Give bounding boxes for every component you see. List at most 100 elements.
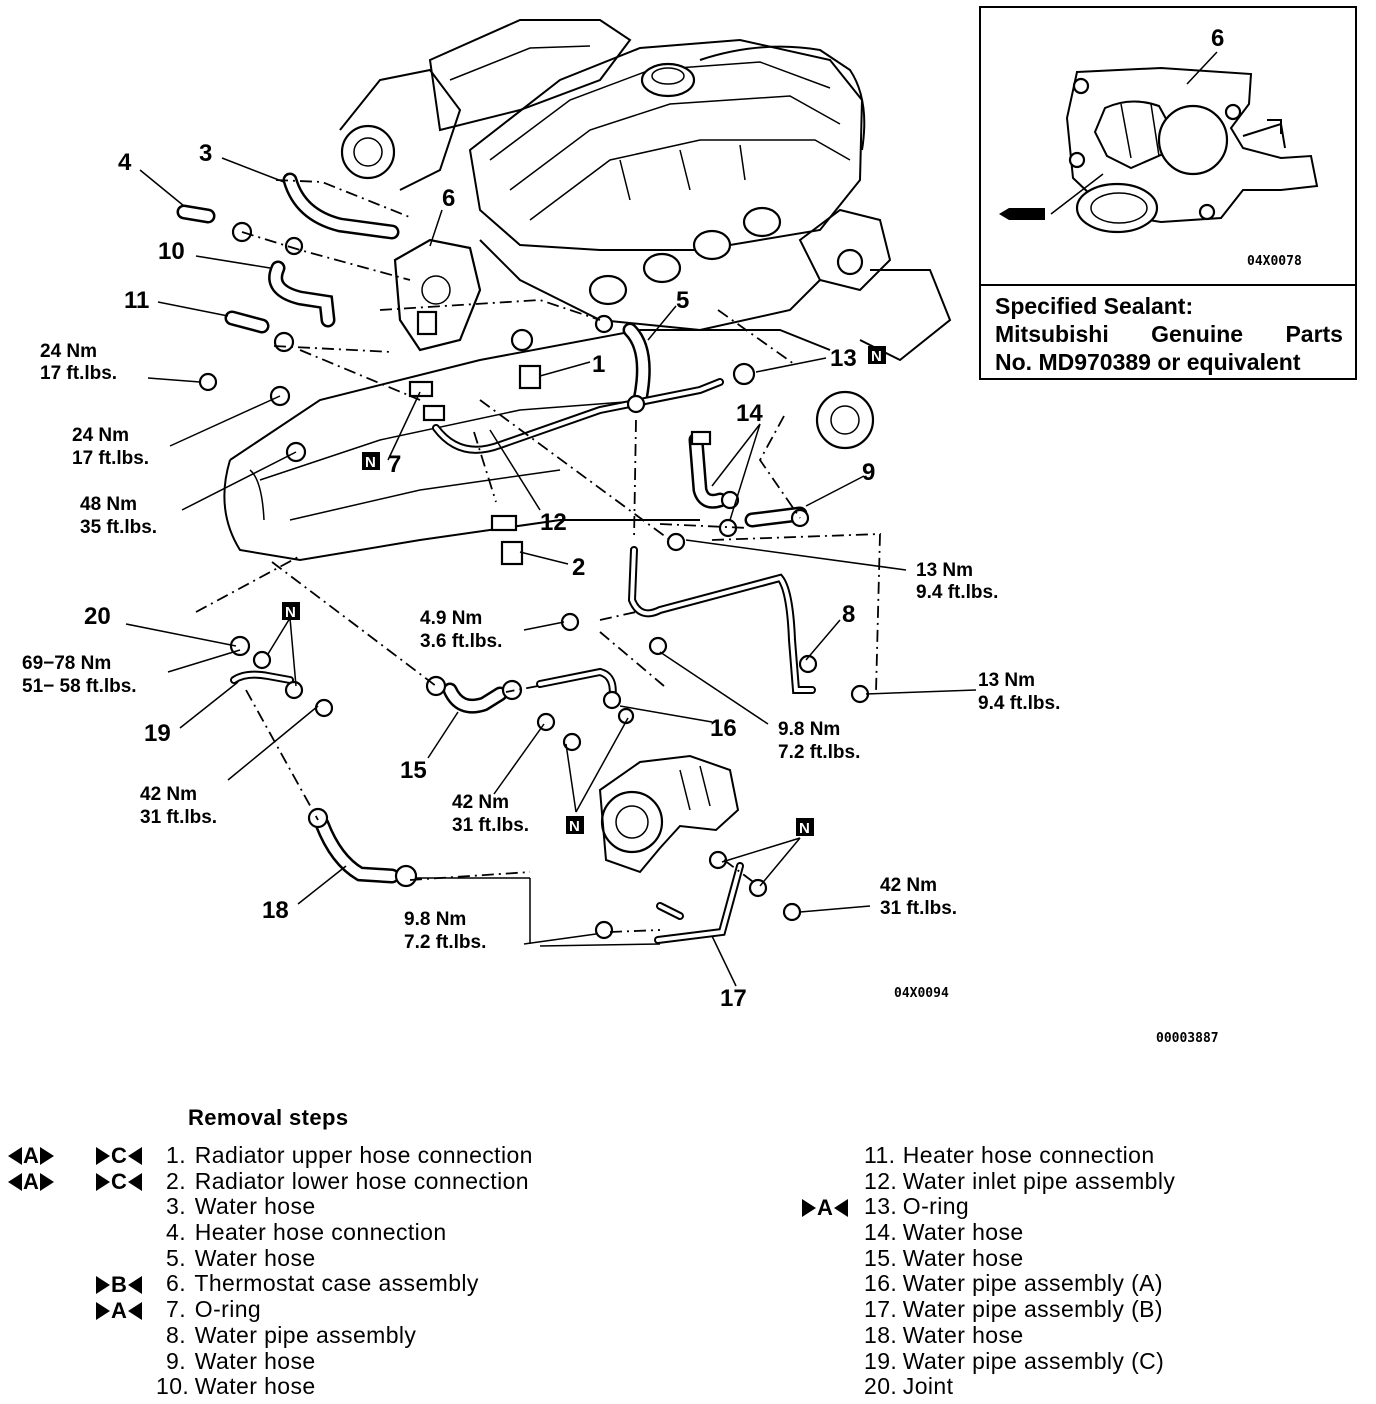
torque-42b-nm: 42 Nm	[452, 792, 509, 813]
list-item: 9. Water hose	[166, 1347, 316, 1374]
list-item: 8. Water pipe assembly	[166, 1321, 417, 1348]
callout-18: 18	[262, 897, 289, 924]
list-item: 2. Radiator lower hose connection	[166, 1167, 529, 1194]
service-mark-a-in: A	[802, 1195, 849, 1223]
service-mark-a-in: A	[96, 1298, 143, 1326]
torque-49-ft: 3.6 ft.lbs.	[420, 631, 502, 652]
svg-text:N: N	[569, 818, 580, 835]
torque-24a-nm: 24 Nm	[40, 341, 97, 362]
svg-text:N: N	[285, 604, 296, 621]
explode-axis-lines	[195, 179, 881, 933]
list-item: 16. Water pipe assembly (A)	[864, 1270, 1163, 1297]
torque-24a-ft: 17 ft.lbs.	[40, 363, 117, 384]
torque-24b-ft: 17 ft.lbs.	[72, 448, 149, 469]
torque-48-nm: 48 Nm	[80, 494, 137, 515]
figure-code-main: 04X0094	[894, 986, 949, 1001]
removal-steps: Removal steps A A C C B A A 1. Radiator …	[0, 1105, 1376, 1400]
document-id: 00003887	[1156, 1031, 1219, 1046]
list-item: 18. Water hose	[864, 1321, 1024, 1348]
callout-20: 20	[84, 603, 111, 630]
callout-8: 8	[842, 601, 855, 628]
service-mark-a-out: A	[8, 1169, 55, 1197]
torque-6978-ft: 51− 58 ft.lbs.	[22, 676, 137, 697]
fasteners	[198, 221, 870, 940]
turbocharger-lower	[598, 754, 740, 874]
list-item: 3. Water hose	[166, 1193, 316, 1220]
svg-text:N: N	[799, 820, 810, 837]
removal-steps-left-column: 1. Radiator upper hose connection 2. Rad…	[156, 1142, 533, 1400]
n-badge: N	[282, 602, 300, 621]
list-item: 20. Joint	[864, 1373, 954, 1400]
torque-13a-nm: 13 Nm	[916, 560, 973, 581]
callout-16: 16	[710, 715, 737, 742]
exhaust-ports	[588, 206, 782, 306]
callout-14: 14	[736, 400, 763, 427]
leader-lines	[125, 157, 977, 987]
sealant-title: Specified Sealant:	[995, 293, 1194, 319]
service-mark-c-in: C	[96, 1169, 143, 1197]
non-reusable-badges: N N N N N	[282, 346, 886, 837]
torque-98b-nm: 9.8 Nm	[404, 909, 466, 930]
removal-steps-right-column: 11. Heater hose connection 12. Water inl…	[864, 1142, 1176, 1400]
torque-13b-nm: 13 Nm	[978, 670, 1035, 691]
n-badge: N	[796, 818, 814, 837]
list-item: 17. Water pipe assembly (B)	[864, 1296, 1163, 1323]
list-item: 10. Water hose	[156, 1373, 316, 1400]
callout-9: 9	[862, 459, 875, 486]
n-badge: N	[362, 452, 380, 471]
sealant-part-number: No. MD970389 or equivalent	[995, 349, 1301, 375]
removal-steps-title: Removal steps	[188, 1105, 349, 1130]
engine-illustration	[223, 19, 952, 874]
list-item: 7. O-ring	[166, 1296, 262, 1323]
callout-17: 17	[720, 985, 747, 1012]
list-item: 12. Water inlet pipe assembly	[864, 1167, 1176, 1194]
callout-7: 7	[388, 451, 401, 478]
list-item: 19. Water pipe assembly (C)	[864, 1347, 1165, 1374]
list-item: 4. Heater hose connection	[166, 1219, 447, 1246]
torque-42b-ft: 31 ft.lbs.	[452, 815, 529, 836]
callout-11: 11	[124, 287, 149, 314]
callout-15: 15	[400, 757, 427, 784]
callout-13: 13	[830, 345, 857, 372]
thermostat-case	[393, 238, 482, 352]
callout-12: 12	[540, 509, 567, 536]
svg-text:N: N	[365, 454, 376, 471]
torque-42a-ft: 31 ft.lbs.	[140, 807, 217, 828]
callout-10: 10	[158, 238, 185, 265]
torque-49-nm: 4.9 Nm	[420, 608, 482, 629]
specified-sealant-note: Specified Sealant: Mitsubishi Genuine Pa…	[995, 292, 1343, 376]
callout-1: 1	[592, 351, 605, 378]
callout-3: 3	[199, 140, 212, 167]
list-item: 15. Water hose	[864, 1244, 1024, 1271]
list-item: 5. Water hose	[166, 1244, 316, 1271]
torque-24b-nm: 24 Nm	[72, 425, 129, 446]
exploded-view-diagram: 1 2 3 4 5 6 7 8 9 10 11 12 13 14 15 16 1…	[22, 19, 1219, 1046]
torque-specs: 24 Nm 17 ft.lbs. 24 Nm 17 ft.lbs. 48 Nm …	[22, 341, 1060, 953]
callout-4: 4	[118, 149, 132, 176]
callout-19: 19	[144, 720, 171, 747]
callout-5: 5	[676, 287, 689, 314]
torque-6978-nm: 69−78 Nm	[22, 653, 111, 674]
callout-6: 6	[442, 185, 455, 212]
torque-98a-nm: 9.8 Nm	[778, 719, 840, 740]
torque-48-ft: 35 ft.lbs.	[80, 517, 157, 538]
list-item: 11. Heater hose connection	[864, 1142, 1155, 1168]
n-badge: N	[566, 816, 584, 835]
n-badge: N	[868, 346, 886, 365]
service-mark-a-out: A	[8, 1143, 55, 1171]
torque-13b-ft: 9.4 ft.lbs.	[978, 693, 1060, 714]
inset-callout-6: 6	[1211, 25, 1224, 52]
callout-labels: 1 2 3 4 5 6 7 8 9 10 11 12 13 14 15 16 1…	[84, 140, 875, 1012]
torque-13a-ft: 9.4 ft.lbs.	[916, 582, 998, 603]
svg-text:N: N	[871, 348, 882, 365]
list-item: 14. Water hose	[864, 1219, 1024, 1246]
callout-2: 2	[572, 554, 585, 581]
torque-42a-nm: 42 Nm	[140, 784, 197, 805]
torque-42c-nm: 42 Nm	[880, 875, 937, 896]
sealant-inset: 6 04X0078 Specified Sealant: Mitsubishi …	[979, 6, 1357, 380]
torque-98b-ft: 7.2 ft.lbs.	[404, 932, 486, 953]
service-mark-c-in: C	[96, 1143, 143, 1171]
list-item: 6. Thermostat case assembly	[166, 1270, 479, 1297]
torque-42c-ft: 31 ft.lbs.	[880, 898, 957, 919]
list-item: 13. O-ring	[864, 1193, 970, 1220]
